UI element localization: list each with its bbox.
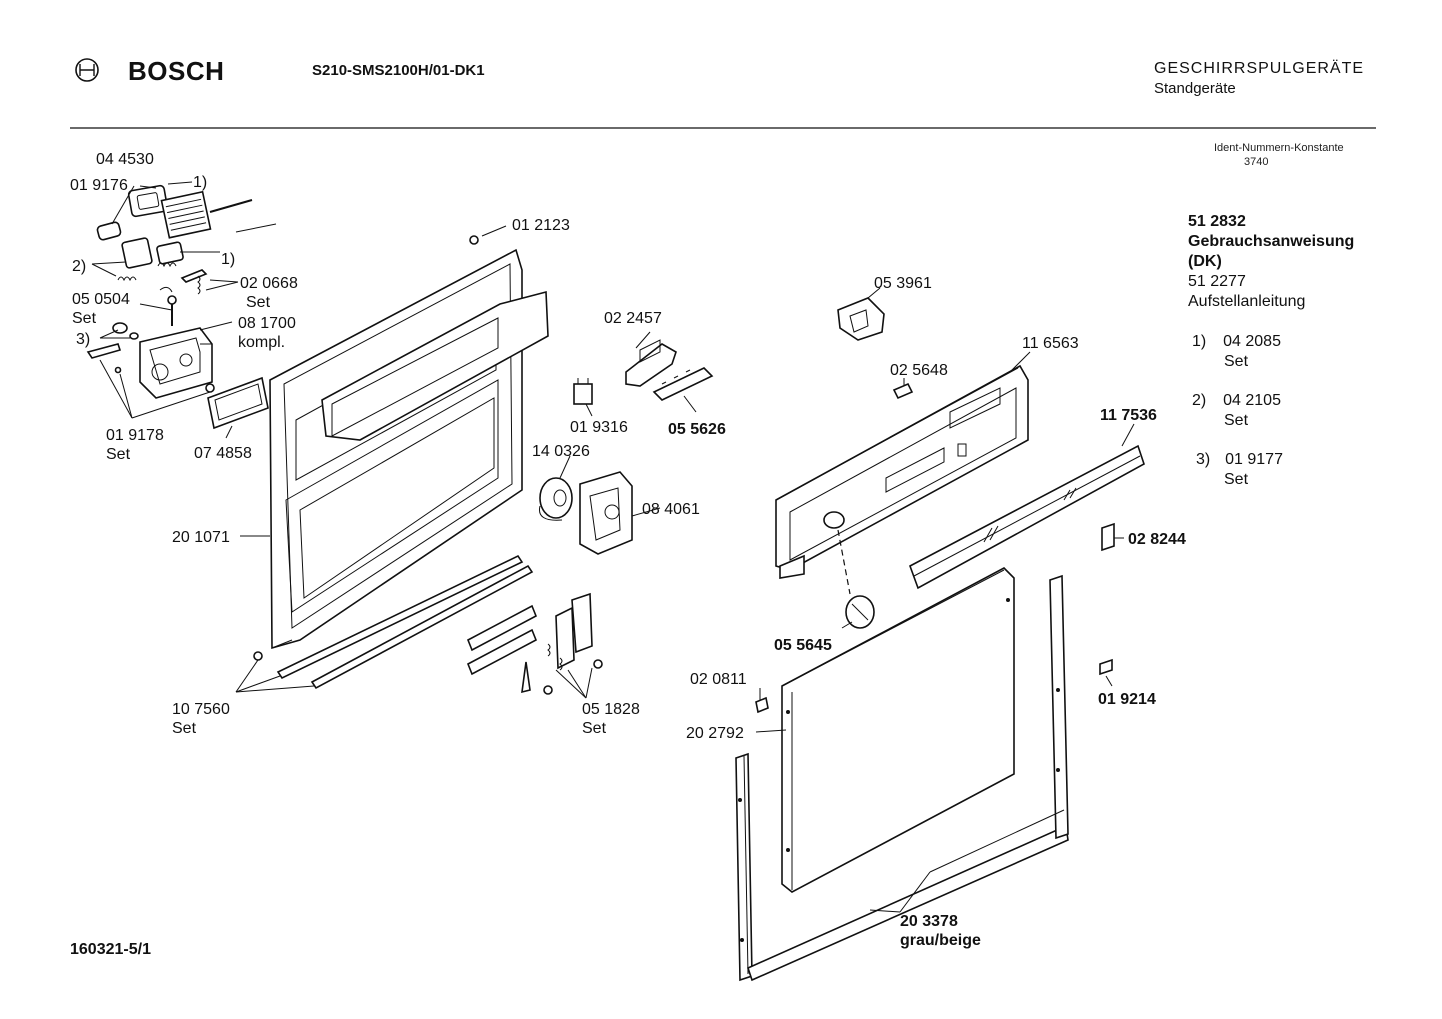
switch-housing-icon	[139, 327, 213, 399]
part-label: 02 2457	[604, 310, 662, 327]
part-label: 02 8244	[1128, 531, 1186, 548]
brand-name: BOSCH	[128, 56, 225, 86]
footnote-1: 1) 04 2085 Set	[1192, 332, 1281, 372]
screw-icon	[1099, 658, 1113, 676]
model-number: S210-SMS2100H/01-DK1	[312, 62, 485, 79]
part-suffix: Set	[246, 294, 271, 311]
footnote-suffix: Set	[1224, 412, 1249, 429]
part-suffix: kompl.	[238, 334, 286, 351]
install-number: 51 2277	[1188, 273, 1246, 290]
footnote-marker: 3)	[1196, 451, 1211, 468]
footnote-ref: 1)	[221, 251, 236, 268]
part-label: 08 4061	[642, 501, 700, 518]
part-label: 01 9316	[570, 419, 628, 436]
footnote-ref: 2)	[72, 258, 87, 275]
part-label: 20 3378	[900, 913, 958, 930]
footnote-ref: 1)	[193, 174, 208, 191]
manual-number: 51 2832	[1188, 213, 1246, 230]
manual-block: 51 2832 Gebrauchsanweisung (DK) 51 2277 …	[1188, 212, 1354, 312]
part-label: 07 4858	[194, 445, 252, 462]
category-subtitle: Standgeräte	[1154, 80, 1236, 97]
part-label: 05 5645	[774, 637, 832, 654]
timer-parts-cluster	[466, 331, 714, 699]
part-label: 02 0811	[690, 671, 747, 688]
footnote-suffix: Set	[1224, 471, 1249, 488]
ident-label: Ident-Nummern-Konstante	[1214, 142, 1344, 154]
part-label: 05 5626	[668, 421, 726, 438]
part-label: 05 1828	[582, 701, 640, 718]
footnote-marker: 2)	[1192, 392, 1207, 409]
bosch-logo-icon	[75, 58, 99, 82]
part-label: 20 1071	[172, 529, 230, 546]
footnote-marker: 1)	[1192, 333, 1207, 350]
part-label: 01 9178	[106, 427, 164, 444]
part-suffix: Set	[172, 720, 197, 737]
part-label: 01 9214	[1098, 691, 1156, 708]
part-suffix: Set	[582, 720, 607, 737]
part-suffix: Set	[106, 446, 131, 463]
install-title: Aufstellanleitung	[1188, 293, 1306, 310]
front-panel-icon	[781, 567, 1015, 893]
outer-frame-icon	[735, 574, 1069, 982]
inner-door-icon	[253, 248, 549, 690]
part-label: 11 7536	[1100, 407, 1157, 424]
part-suffix: grau/beige	[900, 932, 981, 949]
footnote-3: 3) 01 9177 Set	[1196, 450, 1283, 490]
part-label: 02 0668	[240, 275, 298, 292]
manual-language: (DK)	[1188, 253, 1222, 270]
part-label: 04 4530	[96, 151, 154, 168]
part-label: 11 6563	[1022, 335, 1079, 352]
ident-value: 3740	[1244, 156, 1269, 168]
part-label: 02 5648	[890, 362, 948, 379]
footnote-ref: 3)	[76, 331, 91, 348]
manual-title: Gebrauchsanweisung	[1188, 233, 1355, 250]
clip-icon	[1101, 522, 1115, 552]
part-label: 14 0326	[532, 443, 590, 460]
footnote-2: 2) 04 2105 Set	[1192, 391, 1281, 431]
part-label: 01 9176	[70, 177, 128, 194]
footnote-number: 04 2105	[1223, 392, 1281, 409]
part-label: 08 1700	[238, 315, 296, 332]
footnote-suffix: Set	[1224, 353, 1249, 370]
part-label: 20 2792	[686, 725, 744, 742]
part-label: 05 0504	[72, 291, 130, 308]
control-panel-icon	[775, 287, 1031, 629]
trim-strip-icon	[909, 423, 1145, 590]
part-label: 10 7560	[172, 701, 230, 718]
drawing-number: 160321-5/1	[70, 941, 151, 958]
footnote-number: 04 2085	[1223, 333, 1281, 350]
footnote-number: 01 9177	[1225, 451, 1283, 468]
part-label: 01 2123	[512, 217, 570, 234]
panel-controls-cluster	[86, 181, 269, 439]
category-title: GESCHIRRSPULGERÄTE	[1154, 60, 1365, 77]
part-suffix: Set	[72, 310, 97, 327]
part-label: 05 3961	[874, 275, 932, 292]
